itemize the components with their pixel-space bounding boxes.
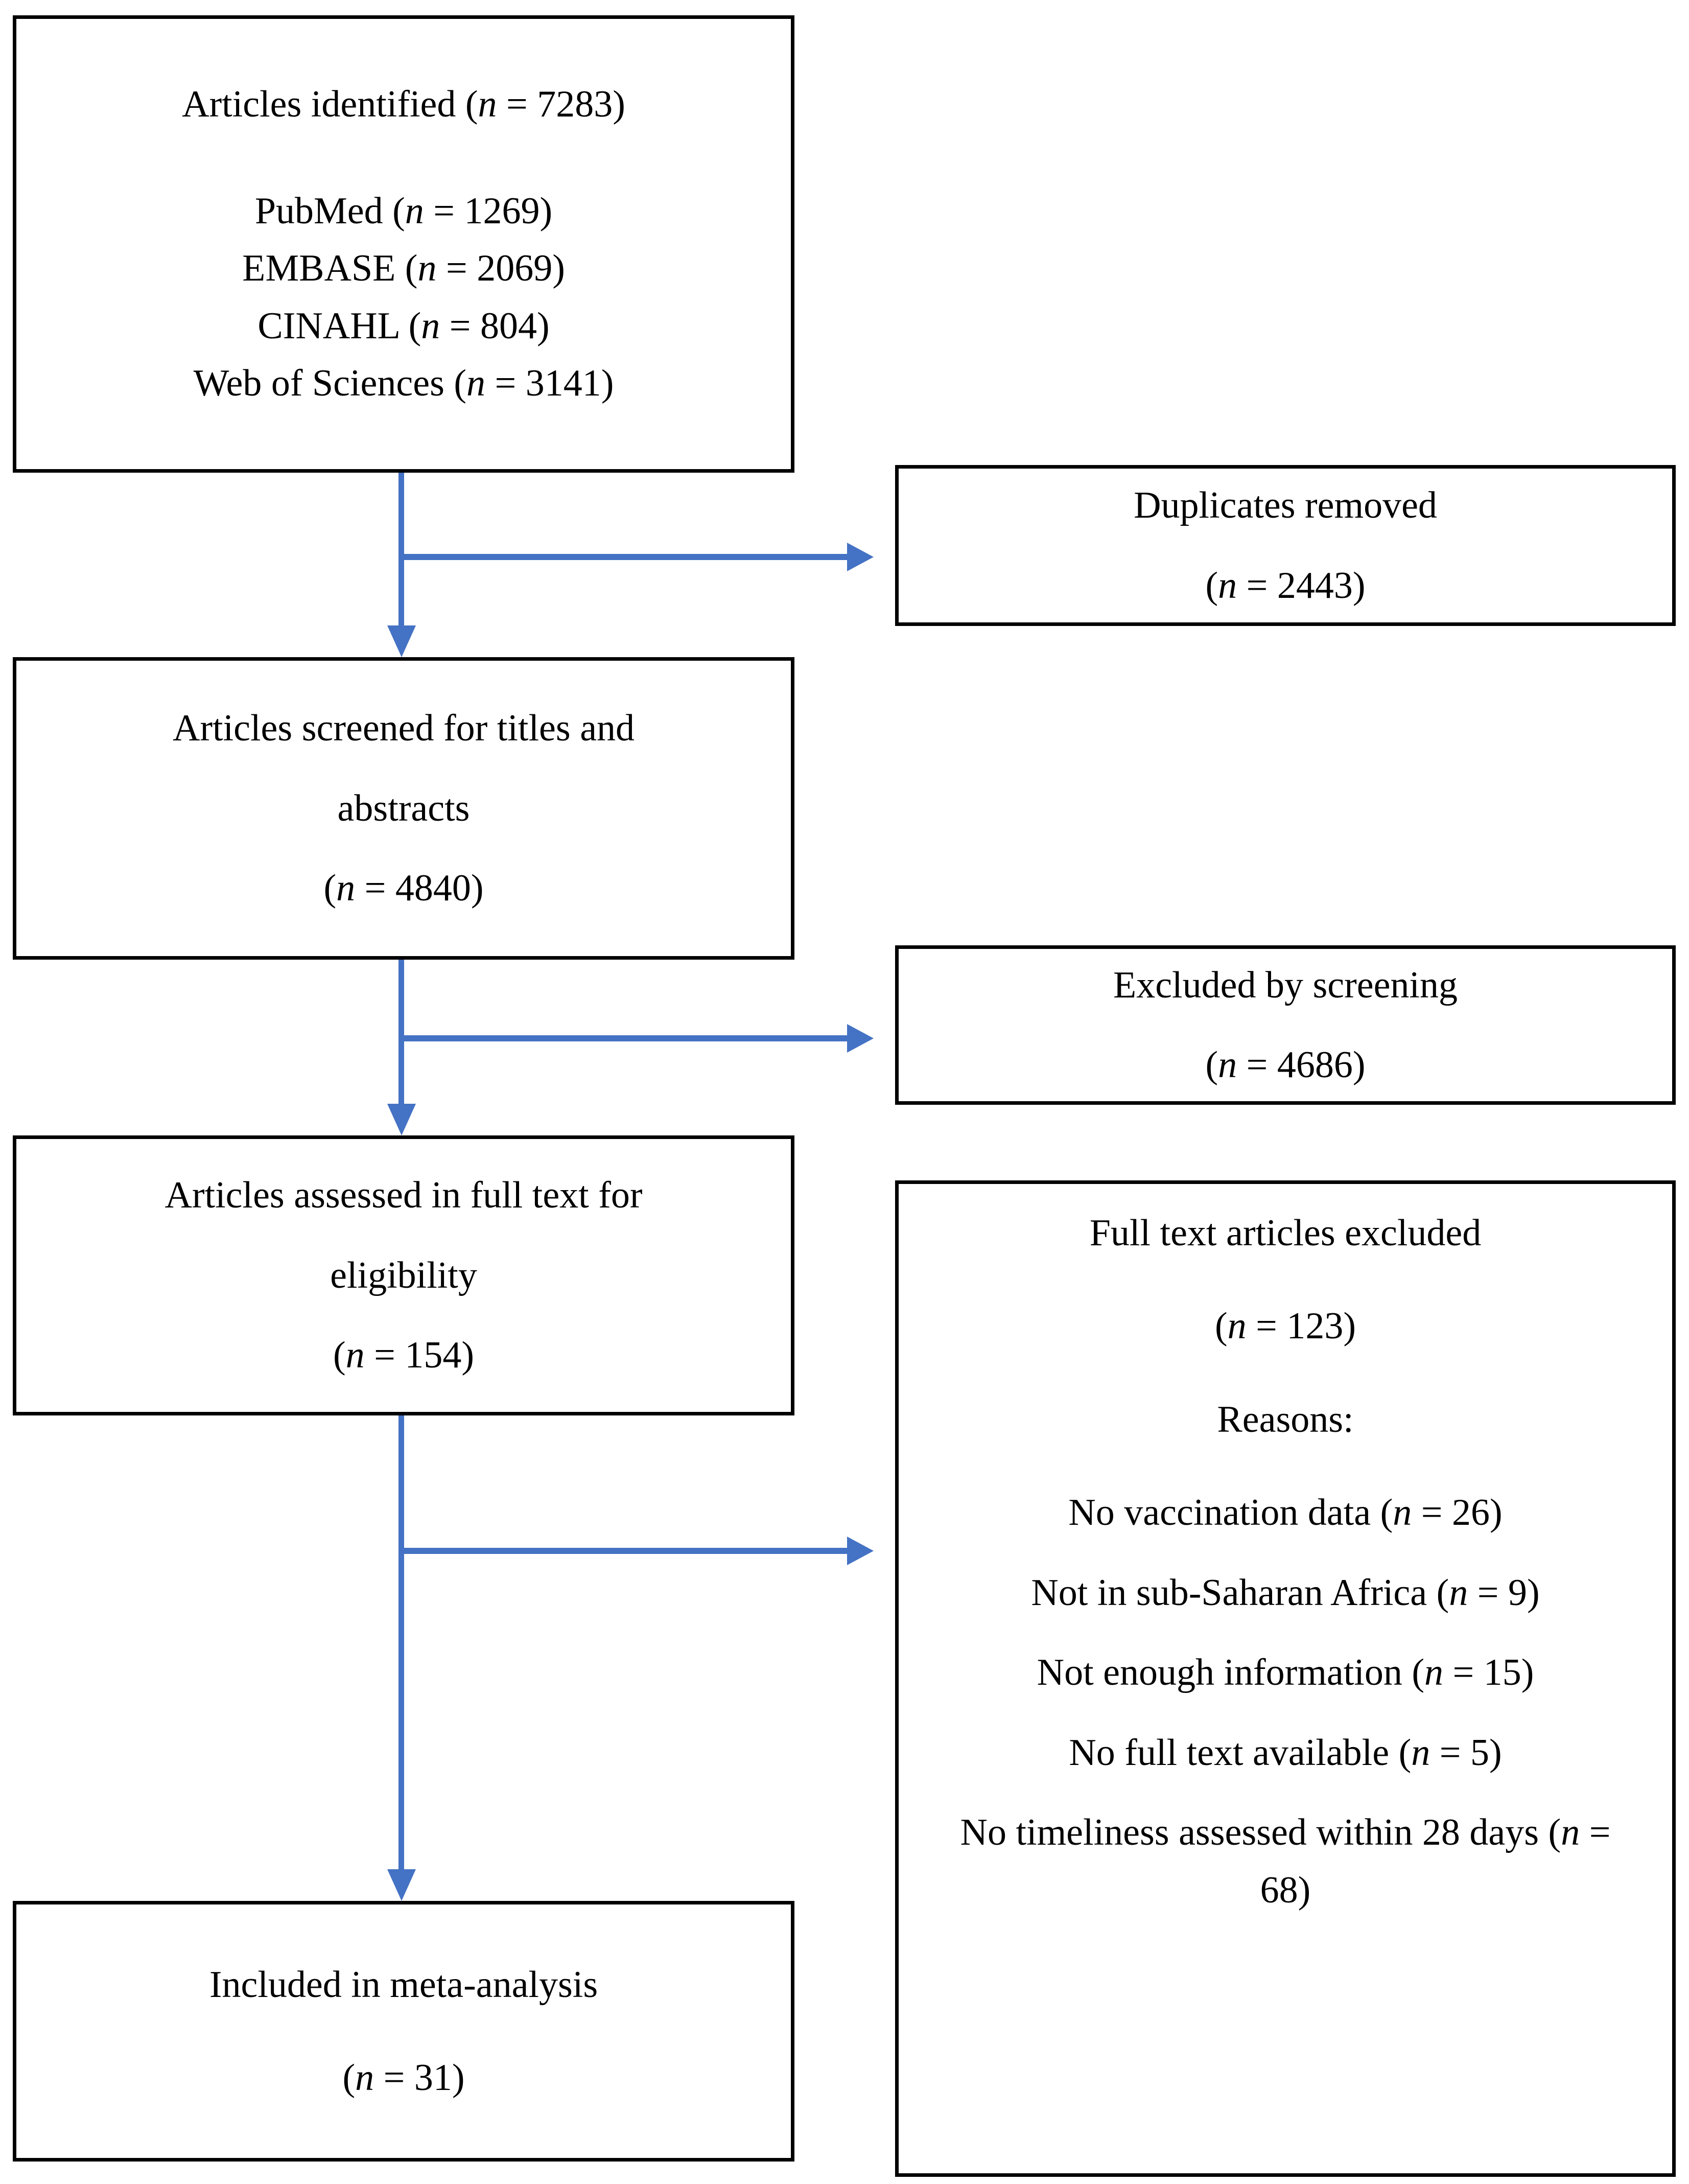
reason-no-timeliness-assessed: No timeliness assessed within 28 days (n… bbox=[960, 1811, 1611, 1911]
source-pubmed: PubMed (n = 1269) bbox=[254, 190, 553, 232]
articles-screened-title-line-2: abstracts bbox=[337, 787, 470, 829]
arrowhead-screened-to-excluded bbox=[847, 1024, 874, 1053]
duplicates-removed-title: Duplicates removed bbox=[1134, 484, 1437, 527]
connector-identified-to-screened bbox=[398, 473, 404, 627]
connector-assessed-to-included bbox=[398, 1415, 404, 1870]
reason-not-sub-saharan-africa: Not in sub-Saharan Africa (n = 9) bbox=[1031, 1571, 1540, 1614]
full-text-excluded-title: Full text articles excluded bbox=[1089, 1212, 1482, 1254]
full-text-excluded-reasons-label: Reasons: bbox=[1217, 1398, 1354, 1440]
connector-screened-to-excluded bbox=[398, 1035, 848, 1041]
full-text-excluded-box: Full text articles excluded (n = 123) Re… bbox=[895, 1180, 1676, 2177]
connector-screened-to-assessed bbox=[398, 960, 404, 1105]
excluded-by-screening-title: Excluded by screening bbox=[1113, 964, 1458, 1006]
reason-no-full-text-available: No full text available (n = 5) bbox=[1069, 1731, 1502, 1774]
full-text-excluded-count: (n = 123) bbox=[1214, 1305, 1356, 1347]
duplicates-removed-box: Duplicates removed (n = 2443) bbox=[895, 465, 1676, 626]
articles-screened-count: (n = 4840) bbox=[323, 867, 484, 910]
articles-identified-total: Articles identified (n = 7283) bbox=[182, 83, 625, 126]
source-web-of-sciences: Web of Sciences (n = 3141) bbox=[193, 362, 614, 405]
articles-screened-box: Articles screened for titles and abstrac… bbox=[13, 657, 794, 960]
source-cinahl: CINAHL (n = 804) bbox=[257, 305, 550, 347]
arrowhead-assessed-to-included bbox=[387, 1869, 416, 1901]
articles-assessed-box: Articles assessed in full text for eligi… bbox=[13, 1135, 794, 1415]
excluded-by-screening-box: Excluded by screening (n = 4686) bbox=[895, 945, 1676, 1105]
arrowhead-assessed-to-full-text-excluded bbox=[847, 1537, 874, 1565]
excluded-by-screening-count: (n = 4686) bbox=[1205, 1044, 1366, 1086]
arrowhead-screened-to-assessed bbox=[387, 1104, 416, 1135]
connector-assessed-to-full-text-excluded bbox=[398, 1548, 848, 1554]
included-in-meta-analysis-box: Included in meta-analysis (n = 31) bbox=[13, 1901, 794, 2162]
articles-identified-box: Articles identified (n = 7283) PubMed (n… bbox=[13, 15, 794, 473]
articles-screened-title-line-1: Articles screened for titles and bbox=[172, 707, 635, 750]
articles-assessed-title-line-2: eligibility bbox=[330, 1254, 477, 1296]
arrowhead-identified-to-screened bbox=[387, 625, 416, 657]
source-embase: EMBASE (n = 2069) bbox=[242, 247, 565, 290]
reason-no-vaccination-data: No vaccination data (n = 26) bbox=[1068, 1492, 1503, 1534]
included-count: (n = 31) bbox=[342, 2057, 465, 2099]
arrowhead-identified-to-duplicates bbox=[847, 543, 874, 571]
included-title: Included in meta-analysis bbox=[209, 1963, 598, 2006]
articles-assessed-title-line-1: Articles assessed in full text for bbox=[165, 1174, 643, 1217]
articles-assessed-count: (n = 154) bbox=[333, 1334, 475, 1377]
connector-identified-to-duplicates bbox=[398, 554, 848, 560]
reason-not-enough-information: Not enough information (n = 15) bbox=[1037, 1652, 1534, 1694]
duplicates-removed-count: (n = 2443) bbox=[1205, 564, 1366, 607]
